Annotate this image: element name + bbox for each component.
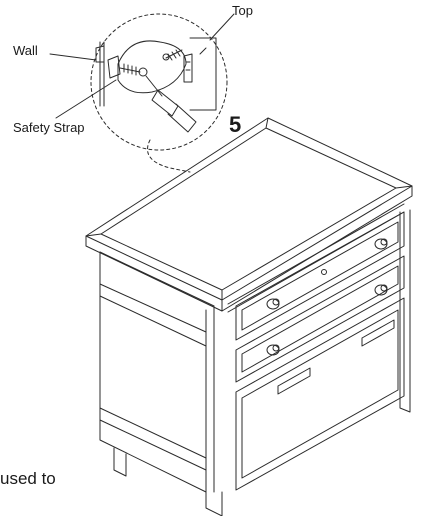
cabinet-graphic <box>85 117 413 516</box>
label-safety-strap: Safety Strap <box>13 120 85 135</box>
step-number: 5 <box>229 112 242 137</box>
wall-bracket <box>107 55 121 79</box>
leader-top-panel <box>199 47 207 55</box>
foot-left <box>113 447 127 477</box>
foot-front <box>205 491 223 516</box>
footer-text: used to <box>0 469 56 488</box>
screwdriver-icon <box>145 75 197 133</box>
drawer-2 <box>235 255 405 383</box>
foot-right <box>399 397 411 413</box>
lock-icon <box>321 269 327 275</box>
cabinet-top-bevel <box>100 127 397 291</box>
callout-circle <box>90 13 228 151</box>
label-wall: Wall <box>13 43 38 58</box>
leader-wall <box>49 53 97 61</box>
leader-top <box>209 13 235 41</box>
drawer-3 <box>235 297 405 491</box>
label-top: Top <box>232 3 253 18</box>
leader-strap <box>55 79 117 119</box>
top-panel-graphic <box>183 37 217 111</box>
safety-strap-graphic <box>117 40 187 94</box>
knob-icon <box>374 284 388 296</box>
detail-callout <box>49 13 235 173</box>
knob-icon <box>266 344 280 356</box>
callout-pointer <box>147 139 191 173</box>
knob-icon <box>266 298 280 310</box>
screw-icon <box>119 63 148 77</box>
wall-graphic <box>95 41 105 107</box>
file-pull-left <box>277 367 311 395</box>
cabinet-top-surface <box>85 117 413 301</box>
drawer-1 <box>235 211 405 341</box>
cabinet-left-side <box>99 251 207 493</box>
file-pull-right <box>361 319 395 347</box>
screw-icon <box>162 49 183 61</box>
knob-icon <box>374 238 388 250</box>
